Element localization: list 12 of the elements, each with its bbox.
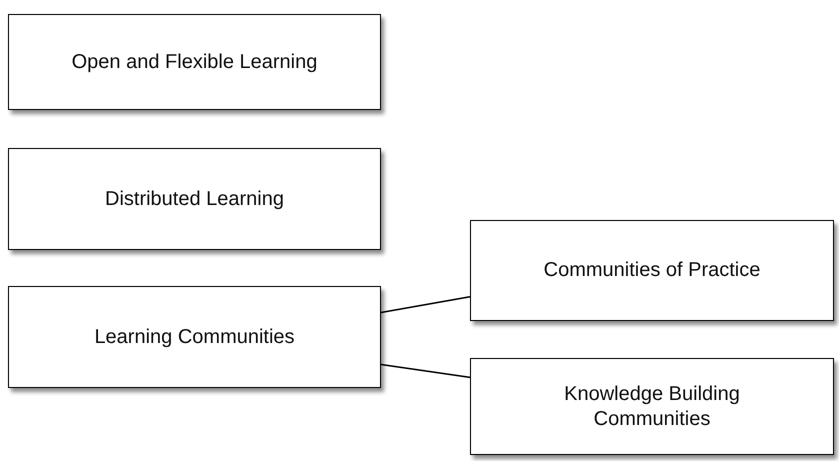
box-label: Open and Flexible Learning <box>72 50 318 74</box>
box-label: Communities of Practice <box>544 258 760 283</box>
box-label: Learning Communities <box>94 324 295 350</box>
connector-line <box>380 296 470 314</box>
text-box <box>470 220 834 321</box>
text-box <box>8 286 381 388</box>
text-box <box>470 358 834 455</box>
connector-line <box>380 364 470 378</box>
text-box <box>8 14 381 110</box>
text-box <box>8 148 381 250</box>
box-label: Distributed Learning <box>105 186 284 212</box>
box-label: Knowledge Building Communities <box>563 382 741 432</box>
